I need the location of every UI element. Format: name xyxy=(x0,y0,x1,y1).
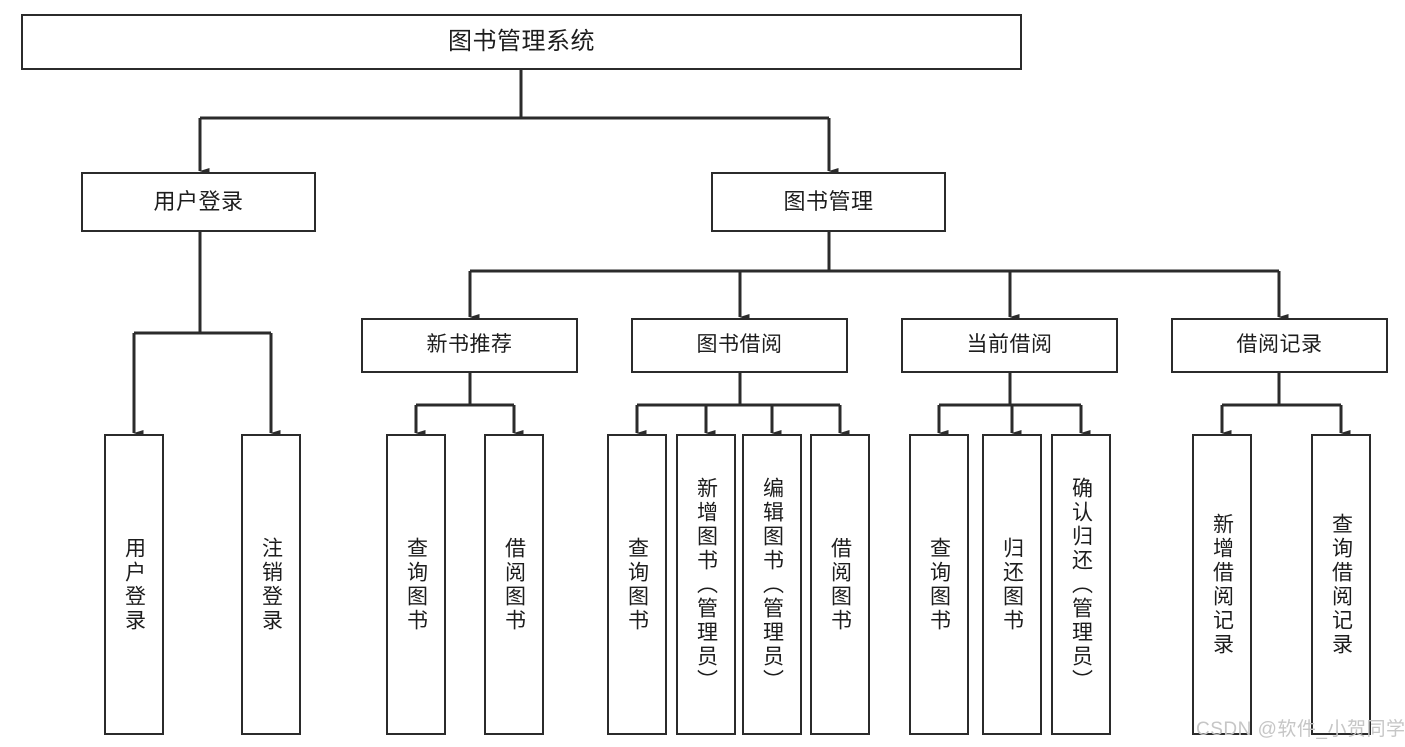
node-label-leaf-query-book-rec: 查询图书 xyxy=(404,536,428,633)
node-label-new-book-rec: 新书推荐 xyxy=(426,333,513,357)
node-user-login[interactable]: 用户登录 xyxy=(81,172,316,232)
node-root[interactable]: 图书管理系统 xyxy=(21,14,1022,70)
node-label-leaf-return-book: 归还图书 xyxy=(1000,536,1024,633)
node-book-manage[interactable]: 图书管理 xyxy=(711,172,946,232)
node-book-borrow[interactable]: 图书借阅 xyxy=(631,318,848,373)
node-label-leaf-add-book: 新增图书（管理员） xyxy=(694,476,718,693)
node-label-leaf-confirm-return: 确认归还（管理员） xyxy=(1069,476,1093,693)
node-label-leaf-user-login: 用户登录 xyxy=(122,536,146,633)
node-label-leaf-query-book-borrow: 查询图书 xyxy=(625,536,649,633)
node-leaf-query-book-rec[interactable]: 查询图书 xyxy=(386,434,446,735)
node-label-leaf-edit-book: 编辑图书（管理员） xyxy=(760,476,784,693)
node-leaf-confirm-return[interactable]: 确认归还（管理员） xyxy=(1051,434,1111,735)
node-leaf-borrow-book[interactable]: 借阅图书 xyxy=(810,434,870,735)
node-leaf-user-login[interactable]: 用户登录 xyxy=(104,434,164,735)
node-leaf-query-book-borrow[interactable]: 查询图书 xyxy=(607,434,667,735)
node-label-book-manage: 图书管理 xyxy=(783,189,874,215)
node-leaf-user-logout[interactable]: 注销登录 xyxy=(241,434,301,735)
node-current-borrow[interactable]: 当前借阅 xyxy=(901,318,1118,373)
node-leaf-add-book[interactable]: 新增图书（管理员） xyxy=(676,434,736,735)
node-label-borrow-record: 借阅记录 xyxy=(1236,333,1323,357)
node-leaf-query-record[interactable]: 查询借阅记录 xyxy=(1311,434,1371,735)
node-leaf-return-book[interactable]: 归还图书 xyxy=(982,434,1042,735)
node-label-leaf-query-record: 查询借阅记录 xyxy=(1329,512,1353,657)
node-label-leaf-user-logout: 注销登录 xyxy=(259,536,283,633)
node-label-leaf-query-book-current: 查询图书 xyxy=(927,536,951,633)
node-leaf-add-record[interactable]: 新增借阅记录 xyxy=(1192,434,1252,735)
node-label-book-borrow: 图书借阅 xyxy=(696,333,783,357)
connector-group xyxy=(132,70,1351,437)
node-label-leaf-borrow-book-rec: 借阅图书 xyxy=(502,536,526,633)
node-new-book-rec[interactable]: 新书推荐 xyxy=(361,318,578,373)
node-leaf-query-book-current[interactable]: 查询图书 xyxy=(909,434,969,735)
node-label-user-login: 用户登录 xyxy=(153,189,244,215)
node-borrow-record[interactable]: 借阅记录 xyxy=(1171,318,1388,373)
node-label-leaf-borrow-book: 借阅图书 xyxy=(828,536,852,633)
node-leaf-borrow-book-rec[interactable]: 借阅图书 xyxy=(484,434,544,735)
node-label-leaf-add-record: 新增借阅记录 xyxy=(1210,512,1234,657)
node-leaf-edit-book[interactable]: 编辑图书（管理员） xyxy=(742,434,802,735)
node-label-current-borrow: 当前借阅 xyxy=(966,333,1053,357)
node-label-root: 图书管理系统 xyxy=(448,27,595,55)
